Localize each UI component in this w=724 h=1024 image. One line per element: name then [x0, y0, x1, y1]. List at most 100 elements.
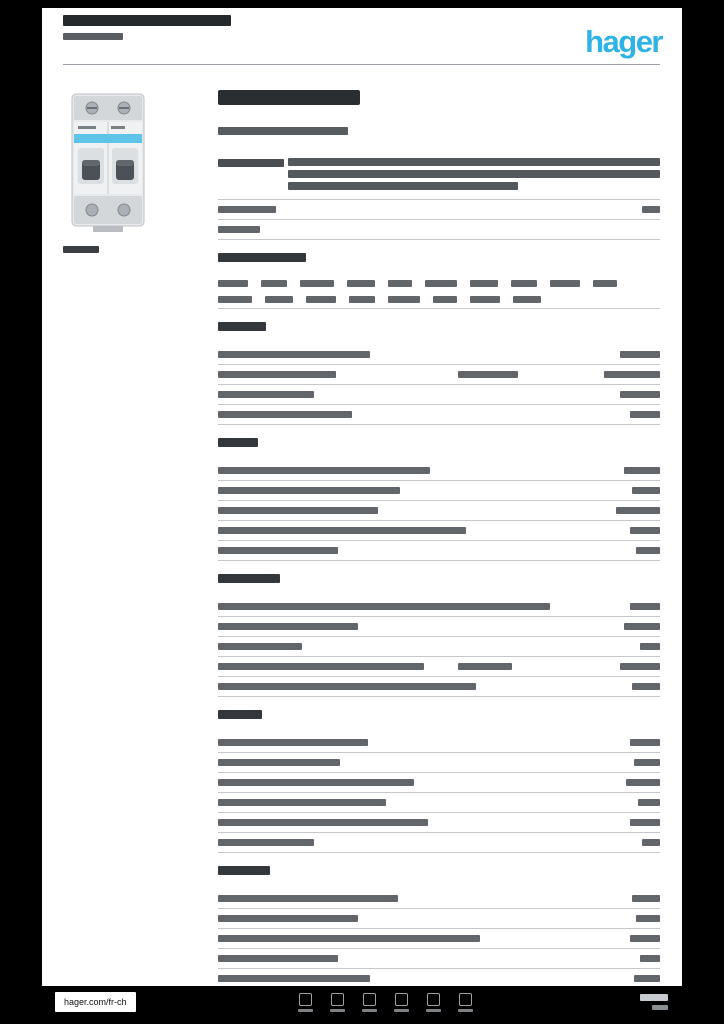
pictogram-caption-bar — [298, 1009, 313, 1012]
spec-label-bar — [218, 487, 400, 494]
spec-row — [218, 733, 660, 753]
spec-row — [218, 813, 660, 833]
spec-label-bar — [218, 206, 276, 213]
column-label-bar — [218, 280, 248, 287]
spec-label-bar — [218, 839, 314, 846]
spec-row — [218, 405, 660, 425]
page-number-bar — [652, 1005, 668, 1010]
document-title — [63, 15, 231, 47]
spec-label-bar — [218, 739, 368, 746]
spec-label-bar — [218, 663, 424, 670]
spec-row — [218, 773, 660, 793]
circuit-breaker-image — [71, 93, 145, 232]
spec-paragraph-lines — [288, 158, 660, 190]
pictogram-icon — [331, 993, 344, 1006]
pictogram-caption-bar — [330, 1009, 345, 1012]
column-label-bar — [470, 296, 500, 303]
spec-label-bar — [218, 351, 370, 358]
spec-value-bar — [620, 663, 660, 670]
spec-value-bar — [630, 935, 660, 942]
spec-value-bar — [632, 487, 660, 494]
spec-row — [218, 365, 660, 385]
spec-label-bar — [218, 975, 370, 982]
section-title-bar — [218, 322, 266, 331]
spec-value-bar — [630, 411, 660, 418]
spec-label-bar — [218, 547, 338, 554]
spec-value-bar — [630, 603, 660, 610]
spec-value-bar — [620, 391, 660, 398]
spec-value-bar — [620, 351, 660, 358]
spec-row — [218, 793, 660, 813]
footer-icons — [298, 993, 473, 1012]
spec-row — [218, 200, 660, 220]
spec-label-bar — [218, 935, 480, 942]
column-label-bar — [300, 280, 334, 287]
pictogram-icon — [299, 993, 312, 1006]
spec-section-header — [218, 253, 660, 271]
spec-value-bar — [634, 759, 660, 766]
pictogram-icon — [395, 993, 408, 1006]
spec-value-bar — [636, 547, 660, 554]
column-label-bar — [265, 296, 293, 303]
column-label-bar — [550, 280, 580, 287]
paragraph-line-bar — [288, 158, 660, 166]
spec-section-header — [218, 710, 660, 728]
product-photo — [63, 88, 153, 236]
spec-label-bar — [218, 527, 466, 534]
spec-row — [218, 833, 660, 853]
spec-value-bar — [634, 975, 660, 982]
spec-label-bar — [218, 623, 358, 630]
spec-row — [218, 541, 660, 561]
spec-row — [218, 617, 660, 637]
spec-row — [218, 677, 660, 697]
spec-label-bar — [218, 159, 284, 167]
footer-website-link[interactable]: hager.com/fr-ch — [55, 992, 136, 1012]
spec-value-bar — [632, 683, 660, 690]
spec-label-bar — [218, 895, 398, 902]
header-divider — [63, 64, 660, 65]
document-title-bar — [63, 33, 123, 40]
pictogram-caption-bar — [362, 1009, 377, 1012]
spec-label-bar — [218, 507, 378, 514]
spec-value-bar — [630, 527, 660, 534]
section-title-bar — [218, 253, 306, 262]
section-title-bar — [218, 574, 280, 583]
spec-row — [218, 657, 660, 677]
column-label-bar — [261, 280, 287, 287]
spec-value-bar — [642, 206, 660, 213]
spec-row — [218, 461, 660, 481]
spec-section-header — [218, 322, 660, 340]
product-ref-bar — [63, 246, 99, 253]
column-label-bar — [388, 280, 412, 287]
spec-mid-value-bar — [458, 371, 518, 378]
spec-row — [218, 909, 660, 929]
footer-pictogram-5-icon — [426, 993, 441, 1012]
spec-row — [218, 220, 660, 240]
footer-pictogram-4-icon — [394, 993, 409, 1012]
column-label-bar — [513, 296, 541, 303]
document-title-bar — [63, 15, 231, 26]
pictogram-caption-bar — [458, 1009, 473, 1012]
spec-label-bar — [218, 467, 430, 474]
hager-logo: hager — [585, 24, 663, 59]
footer: hager.com/fr-ch — [0, 986, 724, 1024]
column-label-bar — [347, 280, 375, 287]
page-number-bar — [640, 994, 668, 1001]
spec-label-bar — [218, 819, 428, 826]
spec-label-bar — [218, 603, 550, 610]
column-label-bar — [306, 296, 336, 303]
spec-row — [218, 481, 660, 501]
spec-value-bar — [630, 819, 660, 826]
spec-row — [218, 385, 660, 405]
spec-label-bar — [218, 955, 338, 962]
spec-row — [218, 949, 660, 969]
section-title-bar — [218, 710, 262, 719]
spec-label-bar — [218, 411, 352, 418]
spec-label-bar — [218, 759, 340, 766]
footer-pictogram-2-icon — [330, 993, 345, 1012]
spec-section-header — [218, 866, 660, 884]
spec-value-bar — [626, 779, 660, 786]
spec-value-bar — [624, 467, 660, 474]
spec-label-bar — [218, 226, 260, 233]
